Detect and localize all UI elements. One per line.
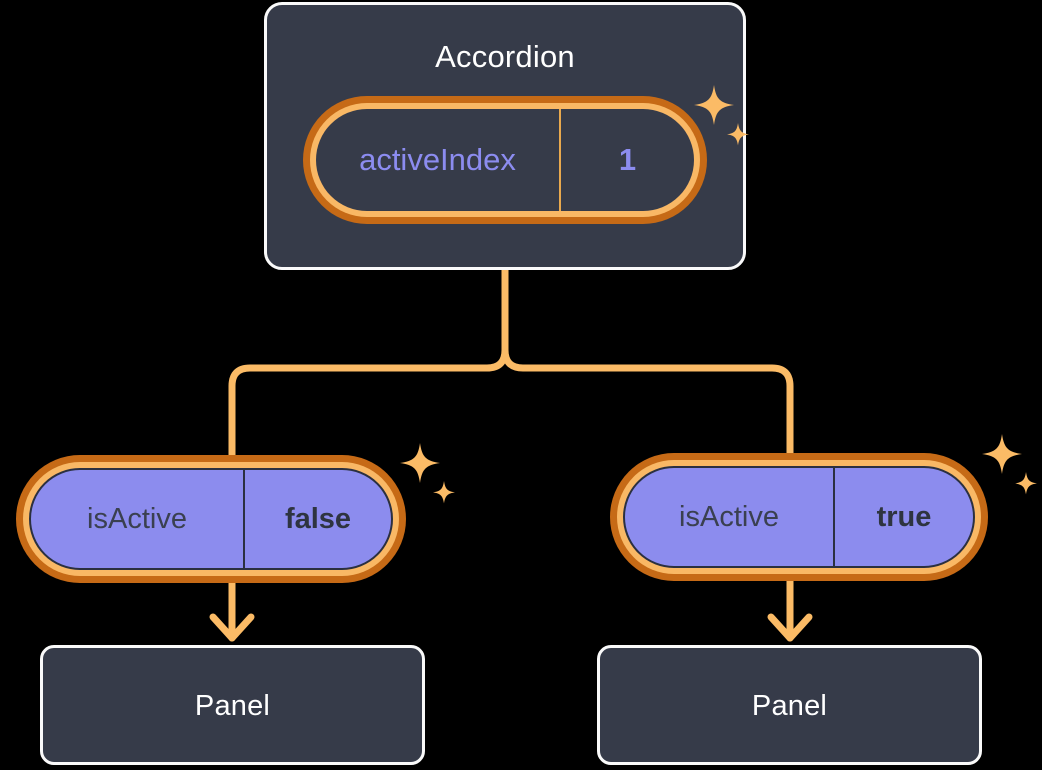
prop-pill-is-active-right[interactable]: isActive true [610, 453, 988, 581]
state-pill-key: activeIndex [316, 109, 561, 211]
state-pill-value: 1 [618, 142, 637, 177]
sparkle-icon-large [982, 434, 1022, 474]
component-card-panel-right[interactable]: Panel [597, 645, 982, 765]
prop-pill-is-active-left[interactable]: isActive false [16, 455, 406, 583]
sparkle-icon-small [1015, 472, 1037, 495]
component-card-panel-left[interactable]: Panel [40, 645, 425, 765]
pill-outer-ring: isActive false [16, 455, 406, 583]
sparkle-left-pill [398, 441, 460, 509]
sparkle-right-pill [980, 432, 1042, 500]
arrow-left-pill-to-panel [209, 579, 255, 642]
pill-surface: isActive false [29, 468, 393, 570]
pill-inner-ring: isActive false [23, 462, 399, 576]
pill-outer-ring: activeIndex 1 [303, 96, 707, 224]
accordion-card-title: Accordion [435, 39, 575, 74]
prop-pill-value: true [876, 500, 932, 533]
wire-branch-left [228, 266, 509, 474]
pill-inner-ring: activeIndex 1 [310, 103, 700, 217]
prop-pill-key: isActive [31, 470, 245, 568]
state-pill-active-index[interactable]: activeIndex 1 [303, 96, 707, 224]
sparkle-icon-small [433, 481, 455, 504]
wire-branch-right [501, 266, 794, 474]
panel-card-title: Panel [751, 690, 828, 722]
arrow-right-pill-to-panel [767, 577, 813, 642]
pill-surface: isActive true [623, 466, 975, 568]
pill-inner-ring: isActive true [617, 460, 981, 574]
pill-outer-ring: isActive true [610, 453, 988, 581]
pill-surface: activeIndex 1 [316, 109, 694, 211]
prop-pill-value: false [284, 502, 352, 535]
sparkle-icon-large [400, 443, 440, 483]
panel-card-title: Panel [194, 690, 271, 722]
prop-pill-key: isActive [625, 468, 835, 566]
